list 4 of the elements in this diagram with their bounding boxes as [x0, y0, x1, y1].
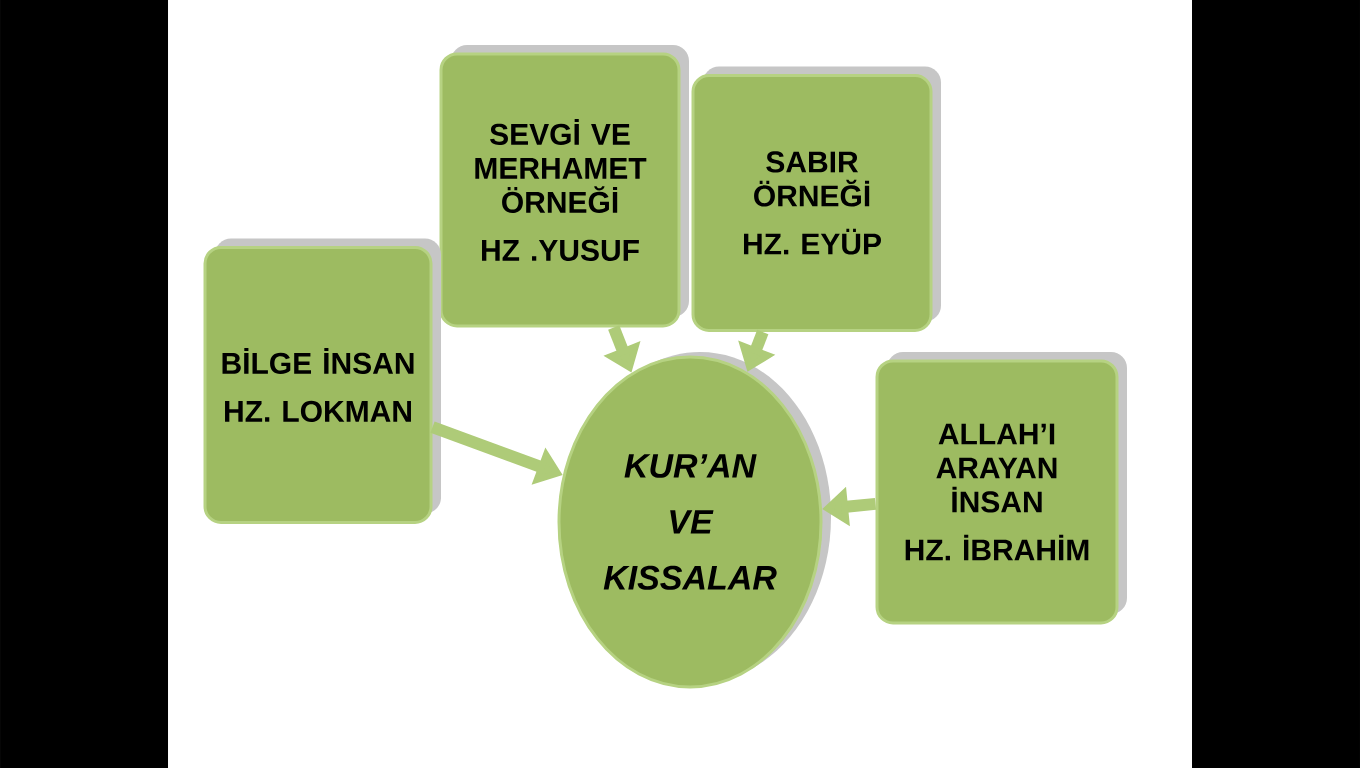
rounded-box: SEVGİ VE MERHAMET ÖRNEĞİ HZ .YUSUF	[439, 45, 689, 328]
rounded-box: BİLGE İNSAN HZ. LOKMAN	[203, 238, 441, 524]
rounded-box: ALLAH’I ARAYAN İNSAN HZ. İBRAHİM	[875, 352, 1127, 625]
rounded-box: SABIR ÖRNEĞİ HZ. EYÜP	[691, 66, 941, 332]
